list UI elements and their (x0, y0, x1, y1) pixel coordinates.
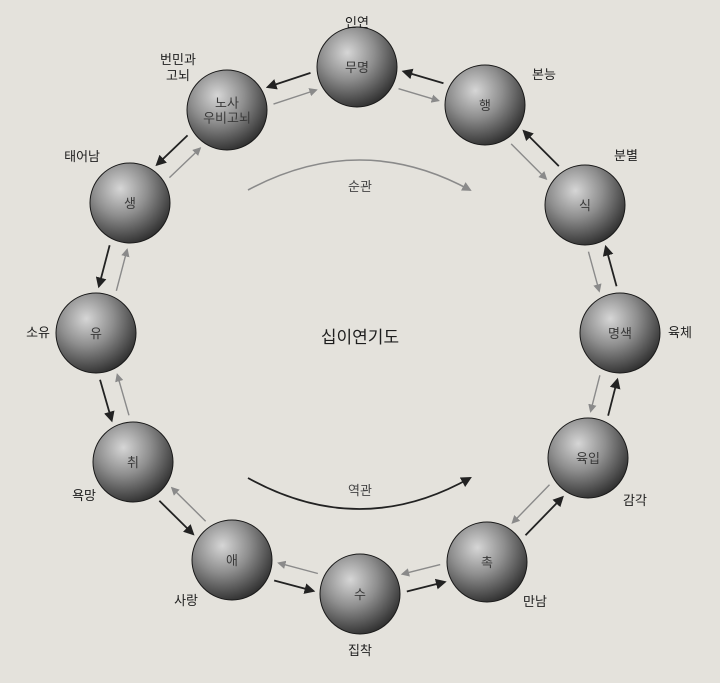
link-node: 유 소유 (26, 292, 137, 374)
link-node: 명색 육체 (579, 292, 692, 374)
link-name: 애 (226, 554, 238, 569)
forward-arrow (400, 563, 441, 577)
link-name: 식 (579, 199, 591, 214)
link-name: 촉 (481, 556, 493, 571)
link-node: 취욕망 (72, 421, 174, 504)
link-meaning: 인연 (345, 16, 369, 31)
link-node: 식 분별 (544, 149, 638, 246)
link-name: 노사 (215, 97, 239, 112)
forward-arrow (277, 560, 319, 575)
reverse-arrow (158, 500, 195, 536)
link-meaning: 소유 (26, 326, 50, 341)
link-node: 애사랑 (174, 519, 273, 609)
forward-arrow (170, 486, 207, 522)
reverse-cycle-arc (247, 476, 472, 510)
link-meaning: 육체 (668, 326, 692, 341)
forward-arrow (510, 143, 548, 181)
reverse-arrow (155, 134, 189, 167)
link-meaning: 욕망 (72, 489, 96, 504)
link-meaning: 집착 (348, 644, 372, 659)
reverse-arrow (273, 579, 316, 594)
link-sphere (544, 164, 626, 246)
reverse-cycle-label: 역관 (348, 484, 372, 499)
link-meaning: 고뇌 (166, 69, 190, 84)
forward-arrow (588, 375, 601, 413)
diagram-title: 십이연기도 (321, 328, 399, 348)
link-meaning: 본능 (532, 68, 556, 83)
link-sphere (89, 162, 171, 244)
forward-arrow (115, 373, 130, 416)
link-name: 명색 (608, 327, 632, 342)
link-meaning: 만남 (523, 595, 547, 610)
reverse-arrow (607, 377, 621, 416)
forward-arrow (398, 88, 440, 103)
link-node: 촉만남 (446, 521, 547, 610)
link-name: 수 (354, 588, 366, 603)
forward-arrow (511, 484, 550, 524)
arrows-layer (95, 68, 621, 594)
link-sphere (547, 417, 629, 499)
link-name: 유 (90, 327, 102, 342)
reverse-arrow (406, 578, 447, 593)
link-meaning: 사랑 (174, 594, 198, 609)
link-name: 취 (127, 456, 139, 471)
link-meaning: 감각 (623, 494, 647, 509)
link-node: 무명 인연 (316, 16, 398, 108)
link-sphere (446, 521, 528, 603)
link-sphere (55, 292, 137, 374)
forward-arrow (168, 147, 202, 179)
reverse-arrow (522, 129, 560, 167)
reverse-arrow (95, 244, 111, 289)
link-sphere (579, 292, 661, 374)
link-sphere (92, 421, 174, 503)
reverse-arrow (401, 68, 444, 85)
forward-arrow (587, 251, 602, 293)
link-name: 행 (479, 98, 491, 114)
link-name: 우비고뇌 (203, 112, 251, 127)
link-name: 무명 (345, 61, 369, 76)
link-node: 수집착 (319, 553, 401, 659)
forward-arrow (273, 88, 318, 105)
link-sphere (191, 519, 273, 601)
link-meaning: 번민과 (160, 53, 196, 68)
link-sphere (319, 553, 401, 635)
link-sphere (444, 64, 526, 146)
link-name: 육입 (576, 452, 600, 467)
forward-cycle-label: 순관 (348, 180, 372, 195)
forward-arrow (115, 248, 130, 291)
forward-cycle-arc (247, 159, 472, 191)
link-meaning: 태어남 (64, 150, 100, 165)
link-name: 생 (124, 197, 136, 212)
reverse-arrow (524, 495, 564, 536)
reverse-arrow (265, 72, 311, 90)
link-sphere (186, 69, 268, 151)
link-node: 생 태어남 (64, 150, 171, 244)
reverse-arrow (602, 244, 618, 287)
link-node: 행 본능 (444, 64, 556, 146)
link-sphere (316, 26, 398, 108)
link-meaning: 분별 (614, 149, 638, 164)
reverse-arrow (99, 379, 115, 423)
